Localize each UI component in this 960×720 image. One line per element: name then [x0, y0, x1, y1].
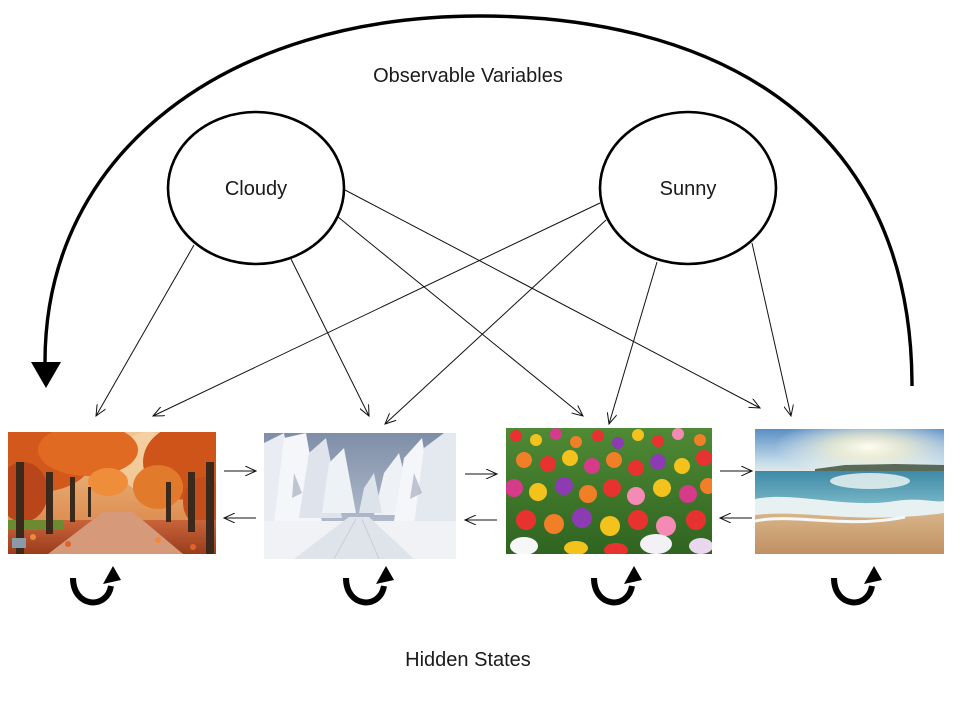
hidden-state-summer	[755, 429, 944, 554]
spring-image	[506, 428, 712, 554]
hidden-state-winter	[264, 433, 456, 559]
autumn-image	[8, 432, 216, 554]
emission-arrow-cloudy-winter	[290, 258, 369, 416]
hidden-state-autumn	[8, 432, 216, 554]
emission-arrow-sunny-winter	[385, 219, 607, 424]
hidden-state-spring	[506, 428, 712, 554]
self-loop-spring-icon	[591, 566, 642, 606]
emission-arrow-sunny-summer	[751, 242, 791, 416]
diagram-footer: Hidden States	[405, 649, 531, 671]
summer-to-autumn-arc	[43, 14, 914, 387]
observable-node-sunny: Sunny	[598, 110, 778, 266]
self-loop-autumn-icon	[70, 566, 121, 606]
emission-arrow-cloudy-spring	[337, 216, 583, 416]
self-loop-summer-icon	[831, 566, 882, 606]
summer-to-autumn-arrowhead	[31, 362, 61, 388]
observable-label-sunny: Sunny	[660, 178, 717, 200]
observable-node-cloudy: Cloudy	[166, 110, 346, 266]
summer-image	[755, 429, 944, 554]
emission-arrow-sunny-spring	[609, 261, 658, 424]
emission-arrow-sunny-autumn	[153, 202, 601, 416]
emission-arrow-cloudy-summer	[344, 189, 760, 408]
observable-label-cloudy: Cloudy	[225, 178, 287, 200]
self-loop-winter-icon	[343, 566, 394, 606]
emission-arrow-cloudy-autumn	[96, 244, 195, 416]
winter-image	[264, 433, 456, 559]
diagram-title: Observable Variables	[373, 65, 563, 87]
